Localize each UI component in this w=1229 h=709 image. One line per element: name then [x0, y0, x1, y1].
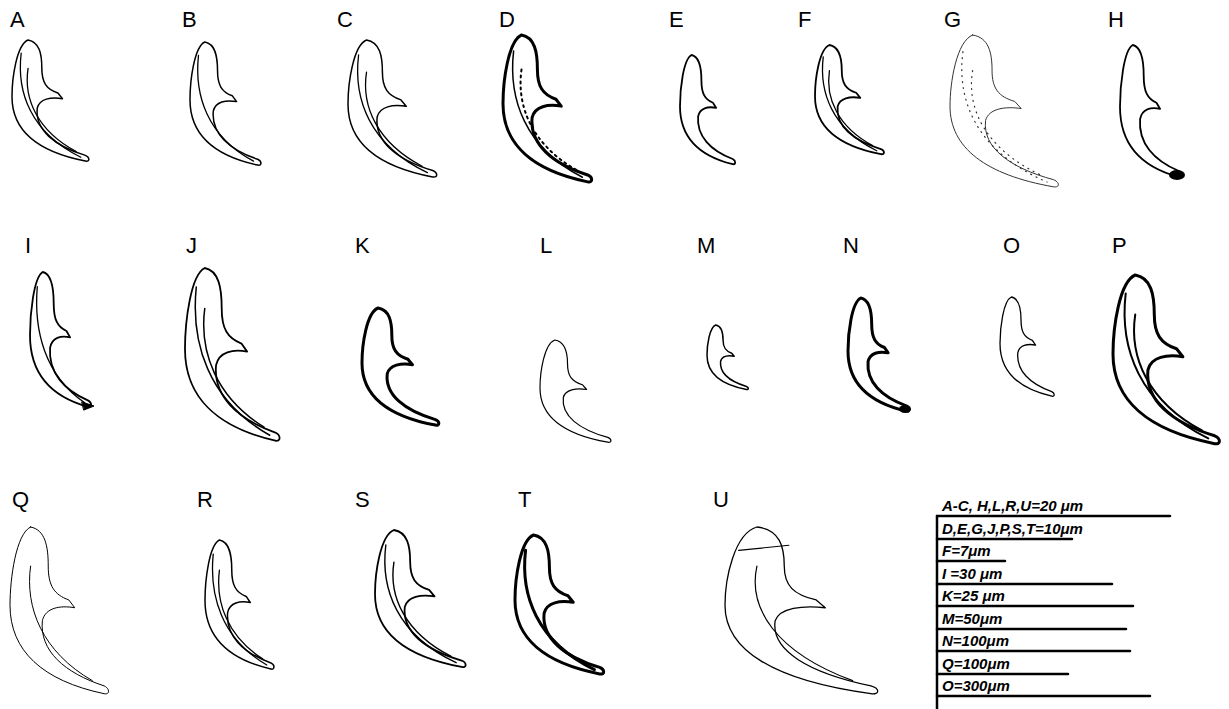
- panel-letter: H: [1108, 8, 1124, 32]
- scale-bar: [937, 650, 1130, 653]
- panel-letter: G: [944, 8, 961, 32]
- panel-letter: M: [697, 234, 715, 258]
- scale-bar: [937, 515, 1170, 518]
- hook-drawing: [725, 527, 878, 694]
- hook-drawing: [348, 40, 437, 177]
- hook-drawing: [515, 535, 604, 674]
- hook-drawing: [362, 308, 439, 425]
- hook-drawing: [950, 35, 1058, 187]
- panel-letter: D: [499, 8, 515, 32]
- scale-bar: [937, 583, 1112, 586]
- scale-label: Q=100μm: [942, 655, 1010, 672]
- hook-drawing: [1113, 275, 1219, 444]
- panel-letter: L: [540, 234, 552, 258]
- scale-bars: [937, 516, 1170, 709]
- panel-letter: C: [337, 8, 353, 32]
- hook-drawing: [815, 45, 884, 154]
- hook-drawing: [680, 55, 735, 164]
- hook-drawing: [1000, 297, 1054, 396]
- panel-letter: P: [1112, 234, 1127, 258]
- panel-letter: O: [1003, 234, 1020, 258]
- hook-drawing: [185, 268, 280, 441]
- panel-letter: T: [518, 488, 531, 512]
- panel-letter: Q: [12, 488, 29, 512]
- panel-letter: A: [10, 8, 25, 32]
- scale-bar: [937, 695, 1150, 698]
- panel-letter: E: [669, 8, 684, 32]
- scale-label: A-C, H,L,R,U=20 μm: [942, 497, 1083, 514]
- scale-label: O=300μm: [942, 677, 1010, 694]
- hook-tip: [82, 402, 94, 410]
- panel-letter: S: [355, 488, 370, 512]
- hook-drawing: [848, 298, 909, 411]
- scale-label: K=25 μm: [942, 587, 1005, 604]
- panel-letter: N: [843, 234, 859, 258]
- scale-label: I =30 μm: [942, 565, 1002, 582]
- scale-label: N=100μm: [942, 632, 1009, 649]
- panel-letter: U: [713, 488, 729, 512]
- scale-bar: [937, 628, 1126, 631]
- scale-bar: [937, 560, 1005, 563]
- panel-letter: F: [798, 8, 811, 32]
- hook-drawing: [1120, 45, 1181, 177]
- panel-letter: R: [197, 488, 213, 512]
- hook-drawing: [540, 340, 611, 442]
- scale-bar: [937, 605, 1133, 608]
- hook-drawing: [30, 272, 91, 407]
- panel-letter: K: [355, 234, 370, 258]
- scale-frame: [936, 516, 939, 709]
- hook-drawing: [707, 325, 748, 390]
- scale-bar: [937, 673, 1068, 676]
- hook-drawing: [12, 40, 89, 161]
- panel-letter: I: [25, 234, 31, 258]
- hook-tip: [1169, 170, 1185, 180]
- hook-drawing: [10, 527, 109, 694]
- hook-drawing: [375, 530, 466, 667]
- hook-drawing: [503, 35, 592, 182]
- hook-drawing: [205, 540, 274, 669]
- panel-letter: B: [182, 8, 197, 32]
- scale-label: M=50μm: [942, 610, 1002, 627]
- scale-label: D,E,G,J,P,S,T=10μm: [942, 520, 1083, 537]
- hook-tip: [899, 405, 911, 413]
- scale-label: F=7μm: [942, 542, 991, 559]
- scale-bar: [937, 538, 1072, 541]
- panel-letter: J: [186, 234, 197, 258]
- hook-drawing: [190, 42, 261, 165]
